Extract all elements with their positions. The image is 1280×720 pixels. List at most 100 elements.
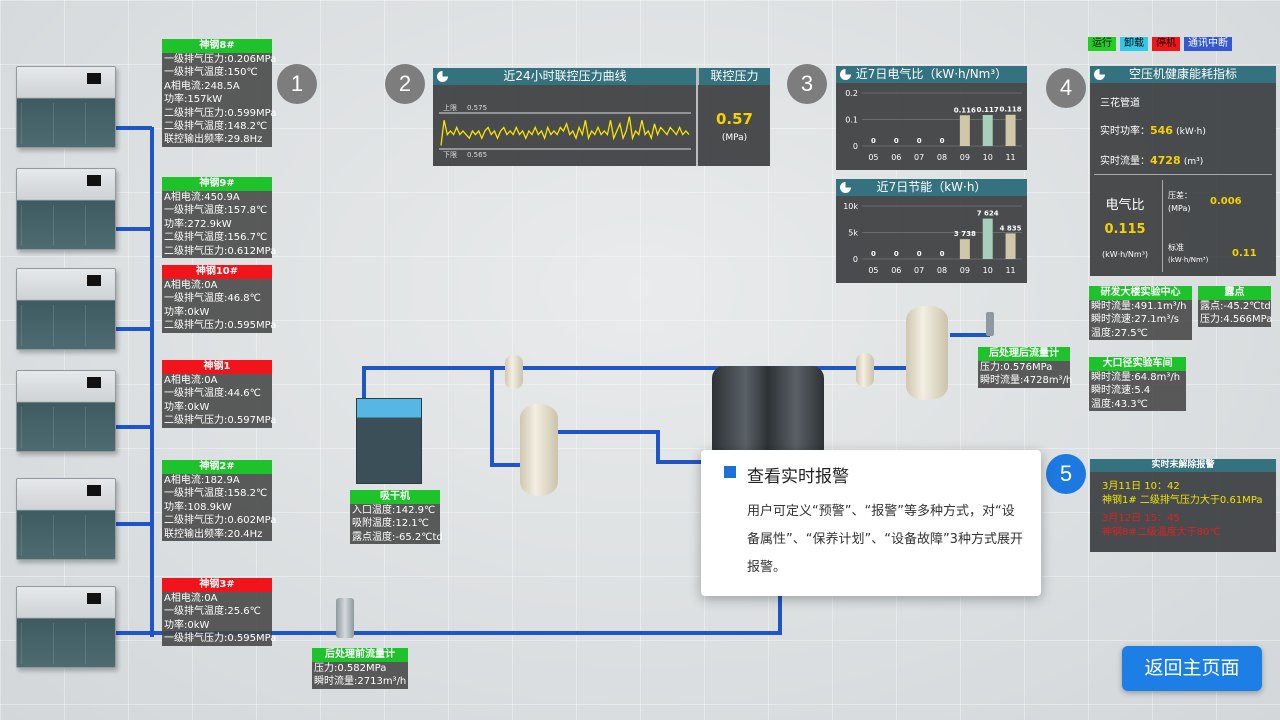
pressure-title-text: 近24小时联控压力曲线 [503,69,627,83]
energy-saving-bar-11[interactable] [1005,233,1016,259]
pipe-feed-2 [112,227,152,231]
energy-saving-value-label: 0 [894,250,899,258]
legend-stop: 停机 [1152,37,1180,51]
unit-row: 联控输出频率:20.4Hz [164,528,263,540]
health-title-text: 空压机健康能耗指标 [1128,67,1237,81]
unit-title: 神钢10# [162,265,272,279]
unit-row: A相电流:0A [164,593,218,604]
compressor-3[interactable] [16,268,116,350]
unit-title: 神钢2# [162,460,272,474]
post-meter-row: 压力:0.576MPa [980,362,1053,373]
marker-4: 4 [1046,68,1086,108]
dryer-panel[interactable]: 吸干机 入口温度:142.9℃ 吸附温度:12.1℃ 露点温度:-65.2℃td [350,490,443,545]
health-panel[interactable]: 空压机健康能耗指标 三花管道 实时功率：546 (kW·h) 实时流量：4728… [1090,66,1276,276]
marker-2: 2 [385,64,425,104]
unit-panel-3[interactable]: 神钢10# A相电流:0A 一级排气温度:46.8℃ 功率:0kW 二级排气压力… [162,265,276,333]
elec-ratio-category-label: 07 [914,153,924,162]
upper-limit-value: 0.575 [467,104,487,112]
elec-ratio-bar-10[interactable] [982,114,993,146]
pre-meter-panel[interactable]: 后处理前流量计 压力:0.582MPa 瞬时流量:2713m³/h [312,648,408,689]
pipe-loop-end [656,460,716,464]
dew-point-row: 压力:4.566MPa [1200,314,1273,326]
health-title: 空压机健康能耗指标 [1090,66,1276,83]
alarm-panel[interactable]: 实时未解除报警 3月11日 10：42 神钢1# 二级排气压力大于0.61MPa… [1090,459,1276,552]
unit-row: 二级排气温度:156.7℃ [164,232,268,244]
diff-unit: (MPa) [1168,204,1191,213]
dryer-row: 吸附温度:12.1℃ [352,518,429,530]
legend-run: 运行 [1088,37,1116,51]
lab-center-row: 瞬时流速:27.1m³/s [1091,314,1179,326]
pre-meter-row: 瞬时流量:2713m³/h [314,676,407,688]
post-flowmeter-device[interactable] [986,312,994,336]
unit-panel-2[interactable]: 神钢9# A相电流:450.9A 一级排气温度:157.8℃ 功率:272.9k… [162,177,276,259]
unit-row: 功率:272.9kW [164,218,232,230]
pre-flowmeter-device[interactable] [336,598,354,638]
pressure-unit: (MPa) [721,133,748,143]
unit-panel-5[interactable]: 神钢2# A相电流:182.9A 一级排气温度:158.2℃ 功率:108.9k… [162,460,276,542]
compressor-4[interactable] [16,370,116,452]
adsorption-dryer-unit[interactable] [712,366,824,452]
unit-row: A相电流:182.9A [164,475,240,486]
filter-small-right[interactable] [856,353,874,387]
compressor-6[interactable] [16,586,116,668]
elec-ratio-value-label: 0.117 [977,106,999,114]
workshop-panel[interactable]: 大口径实验车间 瞬时流量:64.8m³/h 瞬时流速:5.4 温度:43.3℃ [1089,357,1186,412]
lab-center-panel[interactable]: 研发大楼实验中心 瞬时流量:491.1m³/h 瞬时流速:27.1m³/s 温度… [1089,286,1192,341]
flow-label: 实时流量： [1100,156,1150,167]
pressure-panel-title: 近24小时联控压力曲线 [433,68,697,85]
elec-ratio-bar-11[interactable] [1005,114,1016,146]
marker-3: 3 [787,64,827,104]
pipe-main-vertical [150,127,154,637]
unit-row: 联控输出频率:29.8Hz [164,134,263,146]
elec-ratio-category-label: 05 [868,153,878,162]
energy-saving-value-label: 7 624 [977,210,999,218]
energy-saving-category-label: 09 [960,266,970,275]
lab-center-row: 瞬时流量:491.1m³/h [1091,301,1187,312]
elec-ratio-value-label: 0.116 [954,106,976,114]
elec-ratio-category-label: 06 [891,153,901,162]
dew-point-title: 露点 [1198,286,1271,300]
elec-ratio-bar-09[interactable] [959,115,970,146]
energy-saving-value-label: 0 [917,250,922,258]
air-tank-right[interactable] [906,306,948,400]
compressor-1[interactable] [16,66,116,148]
ratio-unit: (kW·h/Nm³) [1101,250,1149,259]
pressure-panel[interactable]: 近24小时联控压力曲线 联控压力 上限 0.575 下限 0.565 0.57 … [433,68,770,166]
alarm-entry-time[interactable]: 3月12日 15：45 [1102,513,1180,524]
energy-saving-value-label: 3 738 [954,230,976,238]
filter-small-left[interactable] [505,355,523,389]
compressor-screen [87,377,101,388]
health-flow-row: 实时流量：4728 (m³) [1100,152,1203,167]
pie-chart-icon [1094,69,1105,80]
elec-ratio-category-label: 09 [960,153,970,162]
compressor-5[interactable] [16,478,116,560]
elec-ratio-value-label: 0 [894,137,899,145]
alarm-entry-msg[interactable]: 神钢1# 二级排气压力大于0.61MPa [1102,495,1263,506]
unit-row: 一级排气压力:0.595MPa [164,633,277,645]
unit-row: A相电流:248.5A [164,80,240,92]
energy-saving-bar-10[interactable] [982,218,993,259]
post-meter-row: 瞬时流量:4728m³/h [980,375,1073,387]
back-home-button[interactable]: 返回主页面 [1122,646,1262,691]
compressor-screen [87,593,101,604]
unit-panel-1[interactable]: 神钢8# 一级排气压力:0.206MPa 一级排气温度:150℃ A相电流:24… [162,39,276,147]
dryer-title: 吸干机 [350,490,440,504]
post-meter-panel[interactable]: 后处理后流量计 压力:0.576MPa 瞬时流量:4728m³/h [978,347,1073,388]
alarm-entry-time[interactable]: 3月11日 10：42 [1102,481,1180,492]
dew-point-panel[interactable]: 露点 露点:-45.2℃td 压力:4.566MPa [1198,286,1273,327]
workshop-row: 瞬时流量:64.8m³/h [1091,372,1181,383]
air-tank-middle[interactable] [520,404,558,496]
energy-saving-bar-09[interactable] [959,239,970,259]
diff-label: 压差： [1168,191,1192,200]
elec-ratio-value-label: 0 [871,137,876,145]
elec-ratio-value-label: 0 [940,137,945,145]
unit-panel-4[interactable]: 神钢1 A相电流:0A 一级排气温度:44.6℃ 功率:0kW 二级排气压力:0… [162,360,276,428]
cold-dryer-unit[interactable] [356,398,422,484]
compressor-2[interactable] [16,168,116,250]
unit-panel-6[interactable]: 神钢3# A相电流:0A 一级排气温度:25.6℃ 功率:0kW 一级排气压力:… [162,578,277,646]
unit-row: 一级排气温度:150℃ [164,67,258,79]
dryer-row: 露点温度:-65.2℃td [352,531,443,543]
alarm-entry-msg[interactable]: 神钢8#二级温度大于80℃ [1102,527,1221,538]
